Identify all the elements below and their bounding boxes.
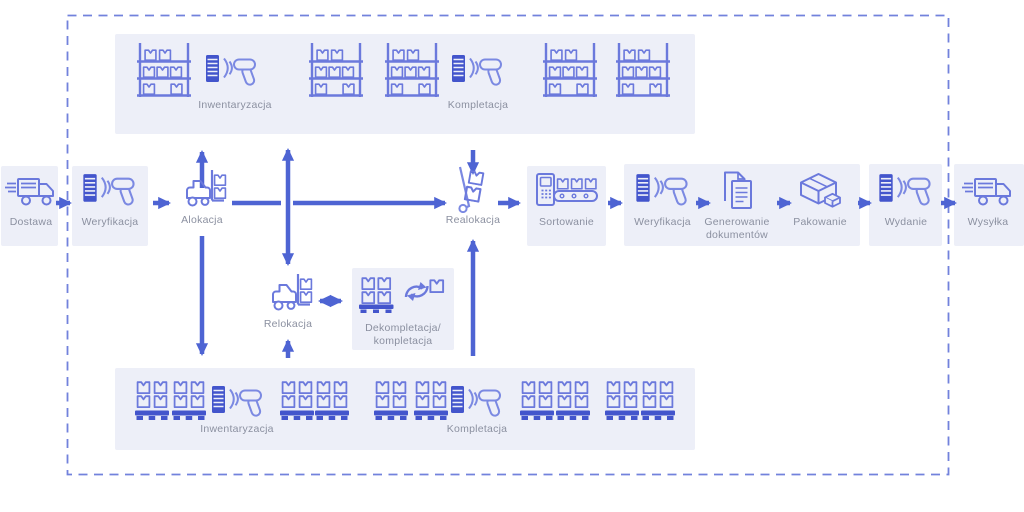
node-label: Wydanie bbox=[884, 216, 928, 228]
node-generowanie-dokumentow: Generowanie dokumentów bbox=[697, 166, 777, 243]
node-label: Weryfikacja bbox=[81, 216, 139, 228]
node-relokacja: Relokacja bbox=[248, 268, 328, 331]
pallet-icon bbox=[135, 380, 169, 422]
node-label: Relokacja bbox=[263, 318, 313, 330]
barcode-scanner-icon bbox=[210, 383, 266, 423]
pallet-icon bbox=[641, 380, 675, 422]
pallet-icon bbox=[374, 380, 408, 422]
rack-icon bbox=[385, 42, 439, 98]
package-icon bbox=[797, 170, 843, 212]
top-kompletacja-label: Kompletacja bbox=[447, 99, 509, 111]
node-wydanie: Wydanie bbox=[869, 166, 943, 229]
pallet-icon bbox=[315, 380, 349, 422]
top-inwentaryzacja-label: Inwentaryzacja bbox=[198, 99, 272, 111]
barcode-scanner-icon bbox=[450, 52, 506, 92]
node-label: Weryfikacja bbox=[634, 216, 691, 228]
node-pakowanie: Pakowanie bbox=[780, 166, 860, 229]
barcode-scanner-icon bbox=[81, 171, 139, 212]
pallet-icon bbox=[520, 380, 554, 422]
node-alokacja: Alokacja bbox=[162, 164, 242, 227]
node-dekompletacja-kompletacja: Dekompletacja/ kompletacja bbox=[352, 272, 454, 349]
truck-icon bbox=[5, 174, 57, 208]
forklift-icon bbox=[176, 167, 228, 211]
node-label: Generowanie dokumentów bbox=[704, 216, 770, 242]
node-label: Realokacja bbox=[445, 214, 501, 226]
rack-icon bbox=[616, 42, 670, 98]
handtruck-icon bbox=[452, 165, 494, 213]
pallet-icon bbox=[556, 380, 590, 422]
node-realokacja: Realokacja bbox=[433, 164, 513, 227]
node-weryfikacja-2: Weryfikacja bbox=[624, 166, 701, 229]
pallet-icon bbox=[414, 380, 448, 422]
node-label-line1: Dekompletacja/ bbox=[365, 322, 441, 334]
node-label: Sortowanie bbox=[538, 216, 595, 228]
pallet-icon bbox=[172, 380, 206, 422]
bottom-inwentaryzacja-label: Inwentaryzacja bbox=[200, 423, 274, 435]
barcode-scanner-icon bbox=[204, 52, 260, 92]
wysylka-panel bbox=[954, 164, 1024, 246]
pallet-recycle-icon bbox=[359, 276, 447, 318]
rack-icon bbox=[543, 42, 597, 98]
node-sortowanie: Sortowanie bbox=[527, 166, 606, 229]
forklift-icon bbox=[262, 271, 314, 315]
node-label: Wysyłka bbox=[967, 216, 1009, 228]
truck-icon bbox=[962, 174, 1014, 208]
node-label: Pakowanie bbox=[793, 216, 847, 228]
node-label: Dostawa bbox=[9, 216, 53, 228]
rack-icon bbox=[137, 42, 191, 98]
barcode-scanner-icon bbox=[449, 383, 505, 423]
rack-icon bbox=[309, 42, 363, 98]
pallet-icon bbox=[605, 380, 639, 422]
node-wysylka: Wysyłka bbox=[952, 166, 1024, 229]
node-label-line2: kompletacja bbox=[373, 335, 433, 348]
bottom-kompletacja-label: Kompletacja bbox=[446, 423, 508, 435]
node-dostawa: Dostawa bbox=[0, 166, 62, 229]
barcode-scanner-icon bbox=[634, 171, 692, 212]
node-label: Alokacja bbox=[181, 214, 223, 226]
pallet-icon bbox=[280, 380, 314, 422]
conveyor-icon bbox=[535, 168, 599, 214]
node-weryfikacja-1: Weryfikacja bbox=[72, 166, 148, 229]
documents-icon bbox=[716, 169, 758, 213]
barcode-scanner-icon bbox=[877, 171, 935, 212]
